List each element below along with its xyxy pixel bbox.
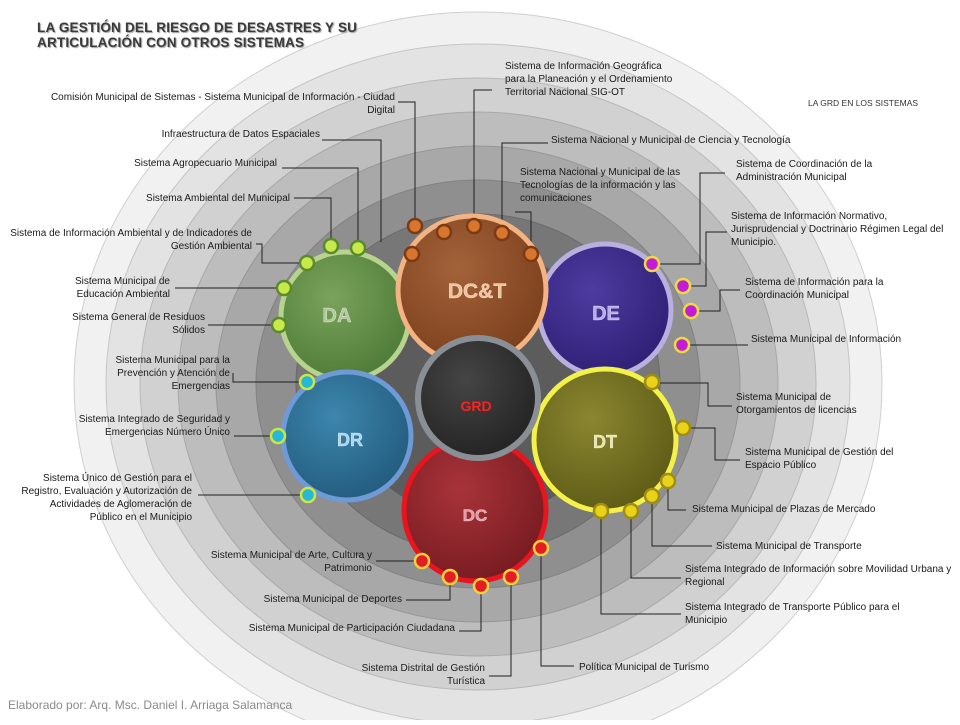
dot-dt-2 [674,419,692,437]
label-turistica: Sistema Distrital de Gestión Turística [361,663,485,687]
line-normativo [683,231,727,287]
label-transporte-publico: Sistema Integrado de Transporte Público … [685,602,900,626]
line-agropec [282,167,359,248]
label-residuos: Sistema General de Residuos Sólidos [72,312,205,336]
dot-dt-5 [622,502,640,520]
dot-dct-3 [465,217,483,235]
label-agropecuario: Sistema Agropecuario Municipal [134,158,277,169]
line-turistica [489,577,512,677]
line-comision [398,101,416,226]
dot-da-4 [275,279,293,297]
label-normativo: Sistema de Información Normativo, Jurisp… [731,211,944,248]
label-prevencion: Sistema Municipal para la Prevención y A… [115,355,231,392]
dot-dc-2 [441,568,459,586]
line-espacio [683,427,740,461]
line-prevencion [232,373,307,383]
line-movilidad [630,511,681,579]
dot-dct-6 [403,245,421,263]
dot-dct-2 [435,223,453,241]
connector-lines [175,89,748,677]
label-info-coordinacion: Sistema de Información para la Coordinac… [745,277,884,301]
label-deportes: Sistema Municipal de Deportes [263,594,402,605]
node-GRD[interactable]: GRD [415,335,541,461]
line-particip [459,586,482,632]
node-DA[interactable]: DA [278,249,412,383]
label-coordinacion-admin: Sistema de Coordinación de la Administra… [736,159,873,183]
label-sugeap: Sistema Único de Gestión para el Registr… [21,473,192,523]
node-DR-label: DR [337,430,363,450]
dot-dr-2 [269,427,287,445]
dot-dc-3 [472,577,490,595]
node-DC-label: DC [463,506,488,525]
dot-dt-4 [643,487,661,505]
label-plazas: Sistema Municipal de Plazas de Mercado [692,504,876,515]
dot-dt-6 [592,502,610,520]
dot-da-1 [322,237,340,255]
dot-de-1 [643,255,661,273]
node-DCT-label: DC&T [448,280,506,303]
line-info-amb [256,243,307,264]
node-DR[interactable]: DR [280,369,414,503]
label-participacion: Sistema Municipal de Participación Ciuda… [248,623,455,634]
label-municipal-info: Sistema Municipal de Información [751,334,902,345]
label-arte: Sistema Municipal de Arte, Cultura y Pat… [210,550,372,574]
dot-da-5 [270,316,288,334]
dot-dct-1 [406,217,424,235]
line-licencias [652,382,732,407]
line-sig-ot [473,89,492,226]
line-trans-pub [600,511,681,615]
label-infraestructura: Infraestructura de Datos Espaciales [161,129,320,140]
dot-dt-3 [659,472,677,490]
label-tic: Sistema Nacional y Municipal de las Tecn… [520,167,681,204]
node-GRD-circle[interactable] [415,335,541,461]
page-title: LA GESTIÓN DEL RIESGO DE DESASTRES Y SU … [37,20,358,50]
node-GRD-label: GRD [460,398,491,414]
dot-dct-4 [493,224,511,242]
dot-de-3 [682,302,700,320]
dot-da-2 [349,239,367,257]
tagline: LA GRD EN LOS SISTEMAS [808,98,919,108]
label-turismo: Política Municipal de Turismo [579,662,710,673]
label-espacio-publico: Sistema Municipal de Gestión del Espacio… [745,447,894,471]
line-info-coord [691,289,740,312]
label-transporte: Sistema Municipal de Transporte [716,541,862,552]
dot-da-3 [298,254,316,272]
line-ciencia [501,142,548,228]
dot-dc-5 [532,539,550,557]
label-educacion-ambiental: Sistema Municipal de Educación Ambiental [74,276,170,300]
dot-dct-5 [522,245,540,263]
dot-de-2 [674,277,692,295]
connection-dots [269,217,700,595]
line-ambiental [294,197,332,246]
line-tic [515,211,532,243]
label-movilidad: Sistema Integrado de Información sobre M… [685,564,952,588]
label-sig-ot: Sistema de Información Geográfica para l… [505,61,673,98]
node-DCT[interactable]: DC&T [395,213,549,367]
dot-dc-4 [502,568,520,586]
node-DT-label: DT [593,432,617,452]
line-infraestr [322,139,382,242]
label-licencias: Sistema Municipal de Otorgamientos de li… [736,392,857,416]
label-ciencia: Sistema Nacional y Municipal de Ciencia … [551,135,791,146]
label-seguridad: Sistema Integrado de Seguridad y Emergen… [78,414,230,438]
line-turismo [540,548,574,667]
dot-dr-3 [299,486,317,504]
label-ambiental: Sistema Ambiental del Municipal [146,193,290,204]
dot-dr-1 [298,373,316,391]
label-info-ambiental: Sistema de Información Ambiental y de In… [10,228,252,252]
line-transporte [651,496,712,547]
line-coord-adm [650,172,725,265]
credit-line: Elaborado por: Arq. Msc. Daniel I. Arria… [8,698,293,712]
line-plazas [667,481,686,511]
dot-dt-1 [643,373,661,391]
label-comision: Comisión Municipal de Sistemas - Sistema… [50,92,395,116]
node-DA-label: DA [323,305,352,327]
node-DE-label: DE [592,303,620,325]
dot-de-4 [673,336,691,354]
dot-dc-1 [413,552,431,570]
